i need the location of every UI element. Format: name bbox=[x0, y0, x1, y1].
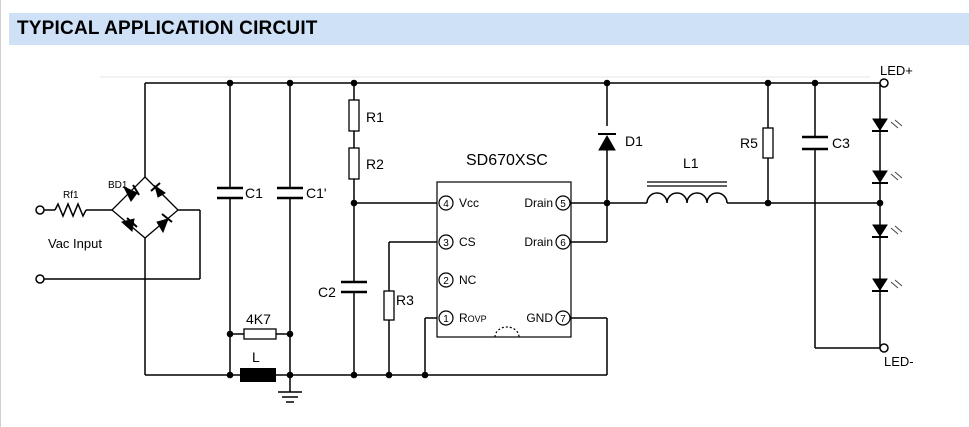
capacitor-c1 bbox=[217, 186, 243, 200]
led-string bbox=[872, 118, 903, 292]
resistor-r1 bbox=[348, 99, 360, 132]
terminals bbox=[35, 78, 889, 353]
diode-d1 bbox=[598, 133, 616, 151]
label-r5: R5 bbox=[740, 135, 758, 151]
inductor-l1 bbox=[646, 181, 728, 204]
capacitor-c1-prime bbox=[277, 186, 303, 200]
junction-dots bbox=[226, 79, 884, 379]
resistor-r2 bbox=[348, 147, 360, 180]
section-header: TYPICAL APPLICATION CIRCUIT bbox=[9, 13, 969, 45]
pin-number: 4 bbox=[443, 199, 449, 210]
label-d1: D1 bbox=[625, 133, 643, 149]
label-led-minus: LED- bbox=[884, 354, 914, 369]
label-led-plus: LED+ bbox=[880, 63, 913, 78]
label-c3: C3 bbox=[832, 135, 850, 151]
pin-label-vcc: Vcc bbox=[459, 196, 479, 210]
led-3 bbox=[872, 224, 903, 238]
led-2 bbox=[872, 170, 903, 184]
resistor-4k7 bbox=[243, 328, 277, 340]
pin-label-rovp: ROVP bbox=[459, 311, 487, 325]
rf1-resistor bbox=[54, 202, 87, 218]
pin-number: 7 bbox=[560, 314, 566, 325]
label-l1: L1 bbox=[683, 155, 699, 171]
inductor-l bbox=[240, 368, 276, 382]
pin-label-nc: NC bbox=[459, 273, 477, 287]
label-c1: C1 bbox=[245, 185, 263, 201]
resistor-r3 bbox=[383, 290, 395, 321]
pin-number: 2 bbox=[443, 276, 449, 287]
resistor-r5 bbox=[762, 127, 774, 159]
led-minus-terminal bbox=[879, 343, 889, 353]
label-l: L bbox=[252, 349, 260, 365]
ic-pin-circles bbox=[438, 195, 571, 326]
ac-terminal-bottom bbox=[35, 274, 45, 284]
section-title: TYPICAL APPLICATION CIRCUIT bbox=[17, 18, 318, 39]
ground-icon bbox=[278, 391, 302, 403]
pin-number: 1 bbox=[443, 314, 449, 325]
capacitor-c2 bbox=[341, 280, 367, 294]
pin-label-drain-6: Drain bbox=[524, 235, 553, 249]
ovp-arc bbox=[494, 326, 520, 338]
pin-number: 3 bbox=[443, 238, 449, 249]
label-vac-input: Vac Input bbox=[48, 236, 102, 251]
pin-number: 5 bbox=[560, 199, 566, 210]
label-4k7: 4K7 bbox=[246, 311, 271, 327]
label-rf1: Rf1 bbox=[63, 190, 79, 201]
label-bd1: BD1 bbox=[108, 180, 128, 191]
bridge-rectifier bbox=[111, 176, 179, 239]
pin-number: 6 bbox=[560, 238, 566, 249]
label-r3: R3 bbox=[396, 292, 414, 308]
ac-terminal-top bbox=[35, 205, 45, 215]
label-c1-prime: C1' bbox=[306, 185, 327, 201]
pin-label-cs: CS bbox=[459, 235, 476, 249]
wires bbox=[44, 82, 881, 392]
pin-label-drain-5: Drain bbox=[524, 196, 553, 210]
label-r1: R1 bbox=[366, 109, 384, 125]
capacitor-c3 bbox=[802, 135, 828, 151]
pin-label-gnd: GND bbox=[526, 311, 553, 325]
led-plus-terminal bbox=[879, 78, 889, 88]
ic-name: SD670XSC bbox=[466, 152, 548, 169]
led-4 bbox=[872, 278, 903, 292]
label-r2: R2 bbox=[366, 156, 384, 172]
label-c2: C2 bbox=[318, 284, 336, 300]
led-1 bbox=[872, 118, 903, 132]
ic-body bbox=[436, 181, 572, 338]
